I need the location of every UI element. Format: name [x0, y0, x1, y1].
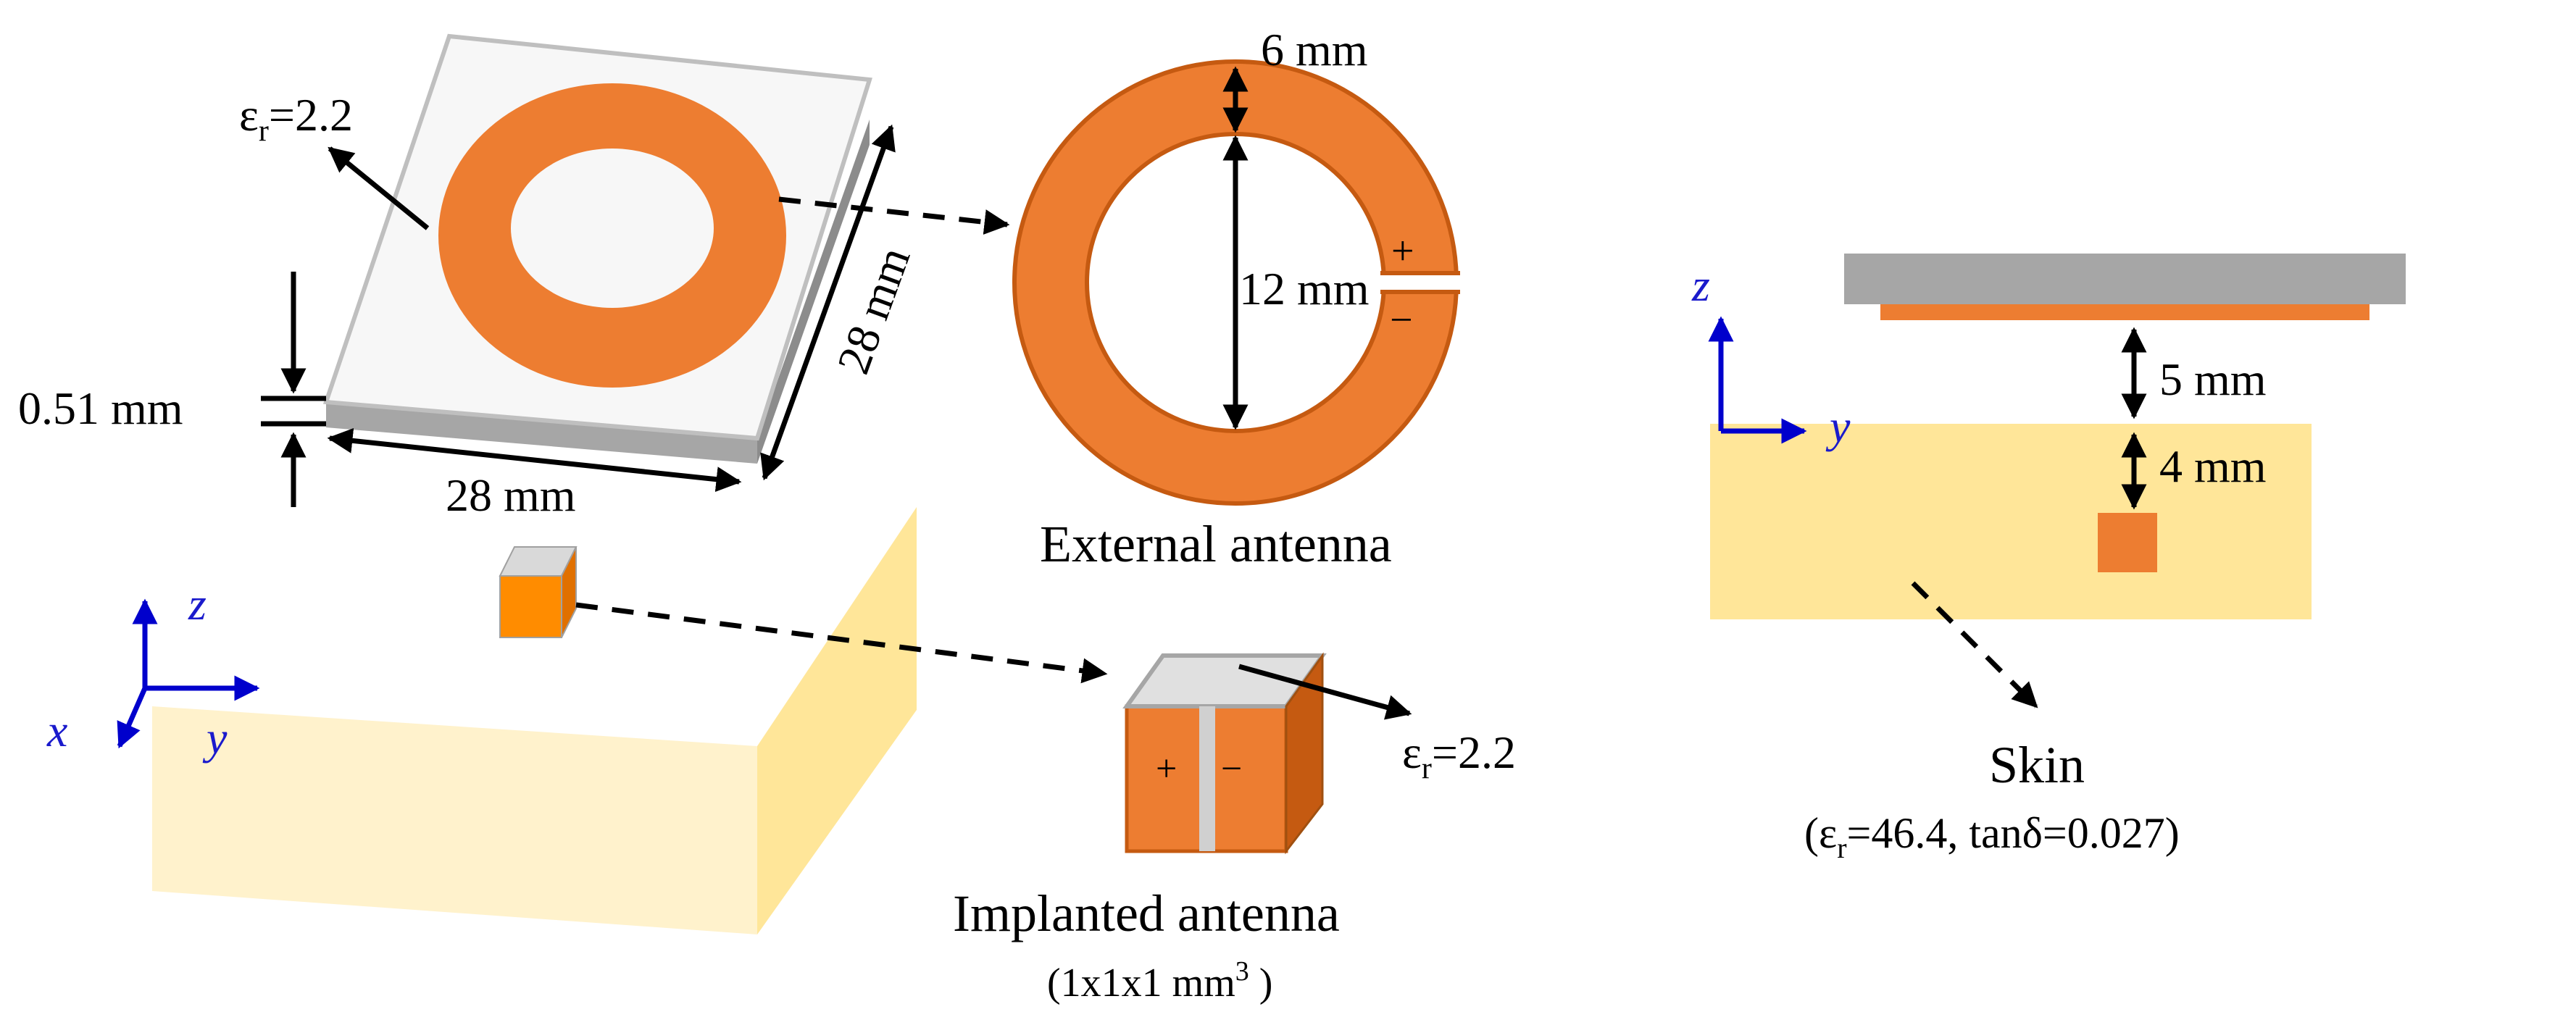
skin-label: Skin [1989, 736, 2085, 794]
substrate-side [1844, 254, 2406, 304]
skin-layer-side [1710, 424, 2312, 619]
ring-width-label: 6 mm [1261, 24, 1368, 75]
implant-side [2098, 513, 2157, 572]
ring-callout-arrow [778, 196, 1010, 235]
implant-callout-arrow [575, 602, 1108, 684]
inner-diameter-label: 12 mm [1239, 263, 1370, 314]
width-y-dimension [760, 124, 896, 481]
skin-properties: (εr=46.4, tanδ=0.027) [1804, 809, 2180, 864]
skin-block-3d [152, 507, 917, 934]
axes-3d [117, 598, 260, 749]
implanted-antenna-caption: Implanted antenna [953, 884, 1340, 942]
external-antenna-caption: External antenna [1040, 515, 1392, 573]
implant-plus-terminal: + [1156, 748, 1177, 790]
implant-eps-arrow [1238, 664, 1412, 720]
ring-plus-terminal: + [1391, 229, 1414, 274]
implant-minus-terminal: − [1221, 748, 1242, 790]
implant-eps-label: εr=2.2 [1402, 727, 1516, 785]
axes-side [1708, 316, 1807, 444]
axis-y-side: y [1825, 401, 1851, 452]
implanted-antenna-cube [1122, 652, 1327, 855]
implanted-antenna-size: (1x1x1 mm3 ) [1047, 956, 1272, 1005]
axis-z-side: z [1691, 259, 1710, 311]
external-antenna-side [1880, 304, 2369, 320]
axis-y-3d: y [202, 712, 228, 764]
width-x-label: 28 mm [446, 469, 576, 521]
axis-x-3d: x [46, 705, 67, 756]
thickness-label: 0.51 mm [18, 382, 183, 434]
gap-label: 5 mm [2159, 354, 2267, 405]
depth-label: 4 mm [2159, 440, 2267, 492]
thickness-dimension [261, 272, 326, 507]
axis-z-3d: z [188, 578, 207, 630]
external-ring-3d [438, 83, 786, 388]
substrate-eps-label: εr=2.2 [239, 89, 353, 148]
skin-callout-arrow [1911, 581, 2038, 708]
ring-minus-terminal: − [1390, 298, 1413, 343]
width-x-dimension [327, 427, 742, 493]
implant-cube-3d [499, 546, 578, 638]
substrate-eps-arrow [328, 146, 430, 230]
